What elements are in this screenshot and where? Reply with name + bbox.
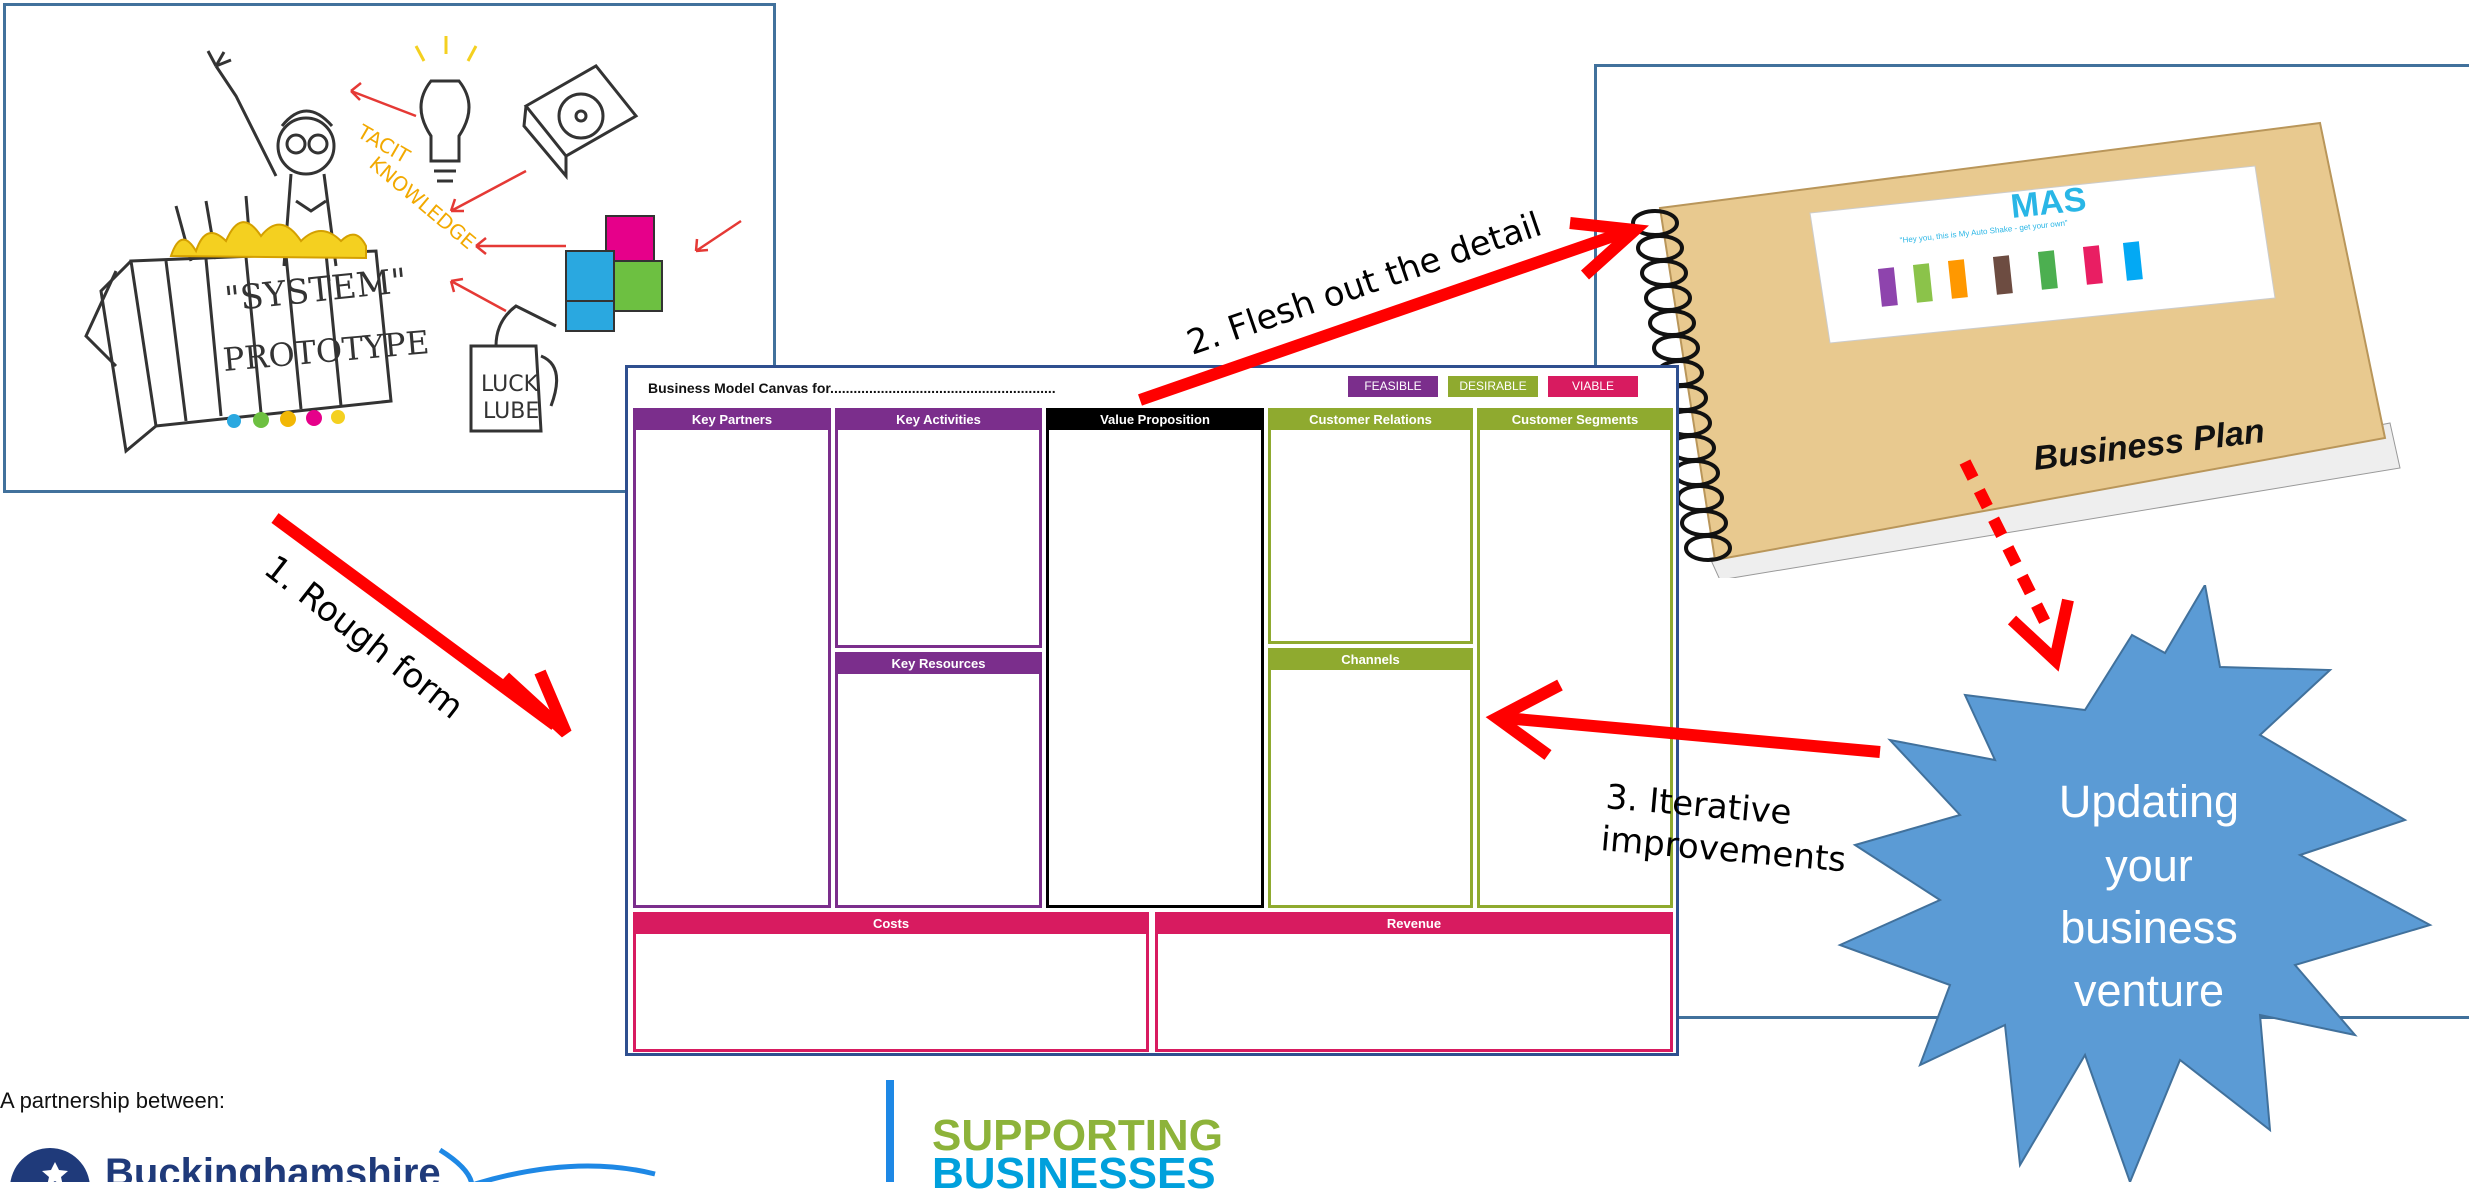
supporting-logo-line-1: SUPPORTING (932, 1111, 1223, 1160)
label-logo: MAS (2009, 180, 2088, 226)
channels-header: Channels (1271, 651, 1470, 670)
lightbulb-icon (414, 36, 478, 183)
customer-segments-header: Customer Segments (1480, 411, 1670, 430)
knowledge-arrows (350, 82, 742, 313)
arrow-step-3-head (1485, 679, 1563, 760)
key-resources-header: Key Resources (838, 655, 1039, 674)
bucks-emblem-icon (10, 1148, 90, 1182)
key-partners-header: Key Partners (636, 411, 828, 430)
customer-segments-block: Customer Segments (1477, 408, 1673, 908)
arrow-step-1-head (500, 669, 572, 738)
supporting-divider (886, 1080, 894, 1182)
prototype-sketch-panel: "SYSTEM" PROTOTYPE LUCK LUBE (3, 3, 776, 493)
viable-badge: VIABLE (1548, 376, 1638, 397)
costs-block: Costs (633, 912, 1149, 1052)
value-proposition-header: Value Proposition (1049, 411, 1261, 430)
bucks-wordmark: Buckinghamshire (105, 1151, 441, 1182)
canvas-title: Business Model Canvas for...............… (648, 380, 1056, 396)
can-label-2: LUBE (483, 399, 539, 424)
toy-blocks-icon (565, 215, 663, 332)
revenue-header: Revenue (1158, 915, 1670, 934)
partnership-text: A partnership between: (0, 1088, 226, 1113)
color-dots (227, 410, 345, 428)
starburst-line-3: business (2060, 902, 2238, 953)
arrow-step-2-head (1569, 217, 1649, 280)
cd-case-icon (522, 64, 639, 181)
professor-figure (206, 50, 338, 267)
arrow-step-3 (1504, 712, 1881, 758)
key-activities-block: Key Activities (835, 408, 1042, 648)
update-starburst: Updating your business venture (1837, 585, 2433, 1182)
bucks-star-icon (42, 1162, 68, 1182)
customer-relations-block: Customer Relations (1268, 408, 1473, 644)
key-partners-block: Key Partners (633, 408, 831, 908)
customer-relations-header: Customer Relations (1271, 411, 1470, 430)
key-activities-header: Key Activities (838, 411, 1039, 430)
oil-can-icon (469, 304, 559, 433)
arrow-dotted-plan-to-update (1959, 459, 2056, 635)
revenue-block: Revenue (1155, 912, 1673, 1052)
costs-header: Costs (636, 915, 1146, 934)
cover-label: MAS "Hey you, this is My Auto Shake - ge… (1809, 165, 2276, 344)
buckinghamshire-logo: Buckinghamshire (10, 1147, 656, 1182)
desirable-badge: DESIRABLE (1448, 376, 1538, 397)
starburst-line-1: Updating (2059, 776, 2239, 827)
starburst-line-2: your (2105, 840, 2193, 891)
starburst-line-4: venture (2074, 965, 2224, 1016)
key-resources-block: Key Resources (835, 652, 1042, 908)
fire-flames (169, 221, 367, 260)
can-label-1: LUCK (481, 372, 539, 397)
swoosh-logo (438, 1147, 656, 1182)
prototype-sketch-illustration: "SYSTEM" PROTOTYPE LUCK LUBE (84, 36, 742, 454)
channels-block: Channels (1268, 648, 1473, 908)
arrow-dotted-head (2007, 598, 2074, 672)
arrow-step-2 (1138, 226, 1627, 406)
supporting-logo-line-2: BUSINESSES (932, 1149, 1216, 1198)
step3-label-line2: improvements (1599, 819, 1847, 880)
value-proposition-block: Value Proposition (1046, 408, 1264, 908)
feasible-badge: FEASIBLE (1348, 376, 1438, 397)
arrow-step-1 (271, 513, 559, 730)
starburst-shape (1837, 585, 2433, 1182)
business-plan-notebook: MAS "Hey you, this is My Auto Shake - ge… (1631, 121, 2401, 578)
shake-bottles (1877, 241, 2143, 307)
